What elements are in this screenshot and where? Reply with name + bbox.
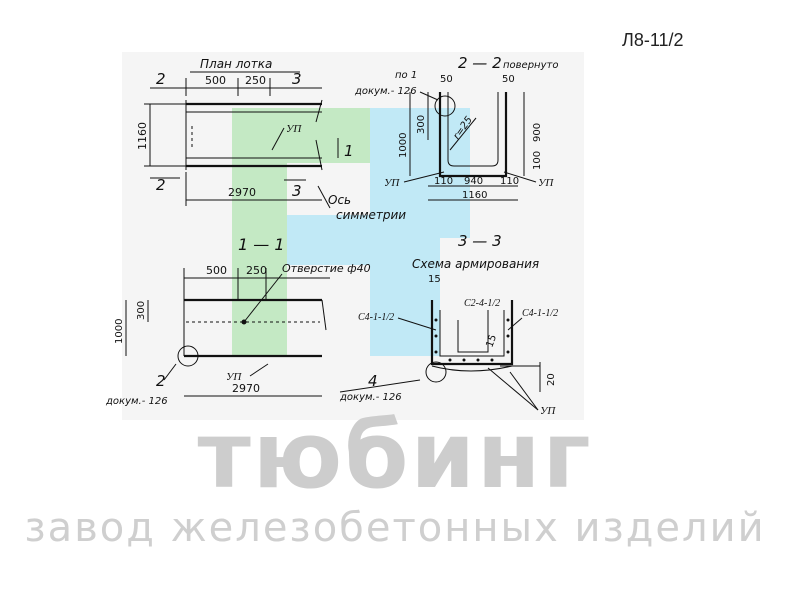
plan-dim-250: 250 <box>245 74 266 87</box>
plan-dim-2970: 2970 <box>228 186 256 199</box>
plan-dim-500: 500 <box>205 74 226 87</box>
section11-dim-300: 300 <box>136 301 147 320</box>
section22-dim-50-right: 50 <box>502 74 515 85</box>
section22-dim-900: 900 <box>532 123 543 142</box>
plan-section-2-top: 2 <box>156 70 166 88</box>
section33-detail-circle <box>425 361 447 383</box>
plan-title: План лотка <box>200 57 272 71</box>
section11-title: 1 — 1 <box>238 235 285 254</box>
section22-ref-no: по 1 <box>395 70 417 81</box>
section22-dim-300: 300 <box>416 115 427 134</box>
section33-dim-15: 15 <box>428 274 441 285</box>
section33-ref-no: 4 <box>368 372 378 390</box>
plan-section-3-top: 3 <box>292 70 302 88</box>
sheet-code: Л8-11/2 <box>622 30 684 50</box>
section11-ref-no: 2 <box>156 372 166 390</box>
section11-ref-doc: докум.- 126 <box>105 396 168 407</box>
section22-dim-110-left: 110 <box>434 176 453 187</box>
section22-dim-110-right: 110 <box>500 176 519 187</box>
plan-section-1: 1 <box>344 142 354 160</box>
section22-detail-circle <box>434 95 456 117</box>
section11-up-label: УП <box>226 371 242 383</box>
plan-section-3-bot: 3 <box>292 182 302 200</box>
watermark-subtitle: завод железобетонных изделий <box>24 505 766 551</box>
section11-dim-500: 500 <box>206 264 227 277</box>
section22-dim-1160: 1160 <box>462 190 487 201</box>
watermark-green-stripe <box>232 108 287 356</box>
watermark-blue-bar <box>287 215 397 265</box>
section33-title: 3 — 3 <box>458 232 502 250</box>
section22-dim-50-left: 50 <box>440 74 453 85</box>
section11-hole <box>241 319 247 325</box>
plan-axis-label: Ось <box>328 193 351 207</box>
section33-mesh-right: С4-1-1/2 <box>522 308 558 319</box>
plan-dim-1160: 1160 <box>136 122 149 150</box>
section33-dim-20: 20 <box>546 373 557 386</box>
watermark-stripes <box>232 108 470 356</box>
section-2-2: 2 — 2 повернуто по 1 докум.- 126 50 50 r… <box>354 54 558 201</box>
section33-ref-doc: докум.- 126 <box>339 392 402 403</box>
section33-outer-rebar <box>430 300 514 366</box>
section22-dim-940: 940 <box>464 176 483 187</box>
section22-ref-doc: докум.- 126 <box>354 86 417 97</box>
section22-up-left: УП <box>384 177 400 189</box>
section-3-3: 3 — 3 Схема армирования 15 15 С4-1-1/2 С… <box>339 232 558 417</box>
section33-mesh-mid: С2-4-1/2 <box>464 298 500 309</box>
section33-mesh-c2 <box>457 310 489 353</box>
section11-dim-1000: 1000 <box>114 319 125 344</box>
section-1-1: 1 — 1 500 250 Отверстие ф40 300 1000 2 д… <box>105 235 371 407</box>
section22-up-right: УП <box>538 177 554 189</box>
section22-outer-profile <box>438 92 508 178</box>
section33-mesh-left: С4-1-1/2 <box>358 312 394 323</box>
section33-up-label: УП <box>540 405 556 417</box>
section22-dim-1000: 1000 <box>398 133 409 158</box>
section33-rad-15: 15 <box>484 333 499 349</box>
section11-dim-2970: 2970 <box>232 382 260 395</box>
section22-dim-100: 100 <box>532 151 543 170</box>
plan-symmetry-label: симметрии <box>336 208 406 222</box>
section22-title: 2 — 2 <box>458 54 502 72</box>
section11-detail-circle <box>177 345 199 367</box>
plan-up-label: УП <box>286 123 302 135</box>
section22-inner-profile <box>447 92 499 167</box>
watermark-logo: тюбинг <box>197 402 593 509</box>
section11-hole-label: Отверстие ф40 <box>282 262 371 275</box>
plan-view: План лотка 500 250 2 3 1160 1 УП 2 <box>136 57 406 222</box>
section22-note: повернуто <box>503 60 558 71</box>
section33-rebar-dots <box>434 318 510 362</box>
plan-section-2-bot: 2 <box>156 176 166 194</box>
section33-inner-rebar <box>439 310 505 357</box>
watermark-blue-top <box>440 108 470 238</box>
section11-dim-250: 250 <box>246 264 267 277</box>
section33-subtitle: Схема армирования <box>412 257 539 271</box>
